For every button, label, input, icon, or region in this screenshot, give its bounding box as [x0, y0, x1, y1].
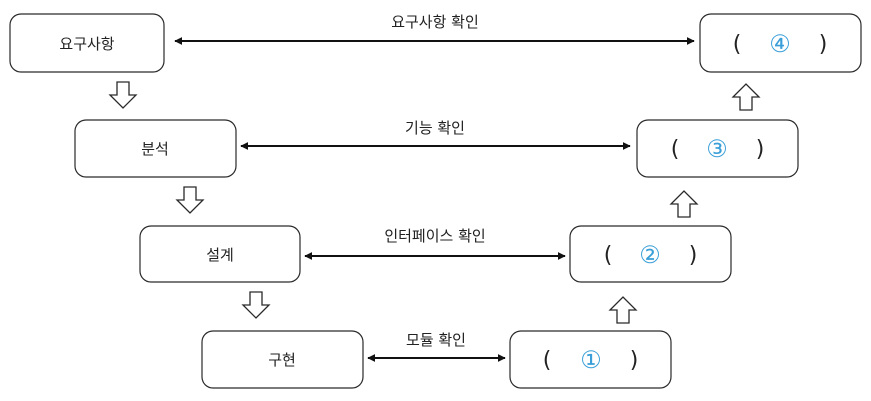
stage-box-blank-3: ( ③ )	[636, 119, 799, 178]
blank-1-open-paren: (	[543, 348, 552, 373]
hollow-up-arrow-icon	[731, 83, 761, 111]
link-label-function-check: 기능 확인	[405, 119, 465, 137]
stage-label-design: 설계	[206, 246, 234, 264]
blank-2-number: ②	[639, 241, 661, 269]
blank-3-close-paren: )	[756, 137, 765, 162]
link-label-interface-check: 인터페이스 확인	[384, 227, 485, 245]
stage-box-blank-2: ( ② )	[569, 225, 732, 283]
blank-3-number: ③	[706, 135, 728, 163]
blank-4-open-paren: (	[733, 32, 742, 57]
stage-box-requirements: 요구사항	[9, 13, 165, 73]
stage-label-requirements: 요구사항	[59, 35, 114, 53]
hollow-down-arrow-icon	[241, 291, 271, 319]
stage-box-implementation: 구현	[201, 330, 364, 389]
blank-1-close-paren: )	[630, 348, 639, 373]
stage-box-analysis: 분석	[74, 119, 237, 178]
hollow-up-arrow-icon	[608, 296, 638, 324]
stage-box-design: 설계	[139, 225, 301, 283]
blank-4-close-paren: )	[819, 32, 828, 57]
hollow-down-arrow-icon	[108, 81, 138, 109]
blank-2-open-paren: (	[604, 243, 613, 268]
stage-box-blank-4: ( ④ )	[699, 13, 862, 73]
hollow-up-arrow-icon	[669, 190, 699, 218]
stage-label-analysis: 분석	[141, 140, 169, 158]
blank-3-open-paren: (	[671, 137, 680, 162]
link-label-requirements-check: 요구사항 확인	[391, 13, 479, 31]
stage-label-implementation: 구현	[268, 351, 296, 369]
hollow-down-arrow-icon	[175, 186, 205, 214]
blank-4-number: ④	[769, 30, 791, 58]
link-label-module-check: 모듈 확인	[406, 331, 466, 349]
stage-box-blank-1: ( ① )	[509, 330, 672, 389]
blank-2-close-paren: )	[689, 243, 698, 268]
blank-1-number: ①	[580, 346, 602, 374]
